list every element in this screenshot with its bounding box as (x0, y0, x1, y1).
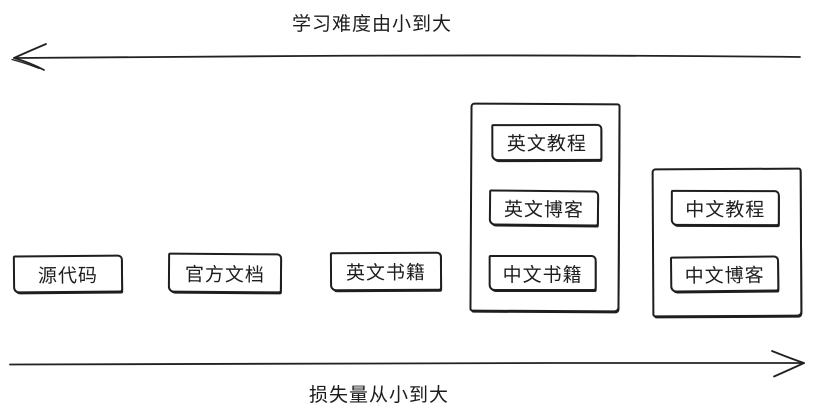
node-label: 英文书籍 (345, 262, 427, 285)
node-label: 中文博客 (684, 265, 765, 287)
loss-axis-arrow-right (9, 350, 805, 378)
node-official-docs: 官方文档 (167, 252, 283, 294)
node-chinese-tutorials: 中文教程 (670, 189, 780, 227)
node-english-blogs: 英文博客 (488, 189, 600, 227)
difficulty-axis-label: 学习难度由小到大 (292, 14, 453, 35)
node-label: 官方文档 (184, 264, 266, 286)
node-label: 英文博客 (503, 199, 585, 221)
node-label: 中文书籍 (502, 264, 583, 286)
node-source-code: 源代码 (12, 254, 124, 294)
group-box-2: 中文教程 中文博客 (651, 167, 803, 318)
node-english-books: 英文书籍 (329, 251, 443, 292)
loss-axis-label: 损失量从小到大 (309, 385, 450, 406)
group-box-1: 英文教程 英文博客 中文书籍 (469, 102, 621, 313)
node-chinese-blogs: 中文博客 (669, 255, 780, 293)
difficulty-axis-arrow-left (11, 43, 801, 71)
node-label: 英文教程 (506, 133, 587, 156)
node-label: 中文教程 (685, 199, 766, 221)
node-english-tutorials: 英文教程 (491, 123, 603, 162)
node-label: 源代码 (37, 265, 99, 287)
node-chinese-books: 中文书籍 (488, 254, 597, 291)
